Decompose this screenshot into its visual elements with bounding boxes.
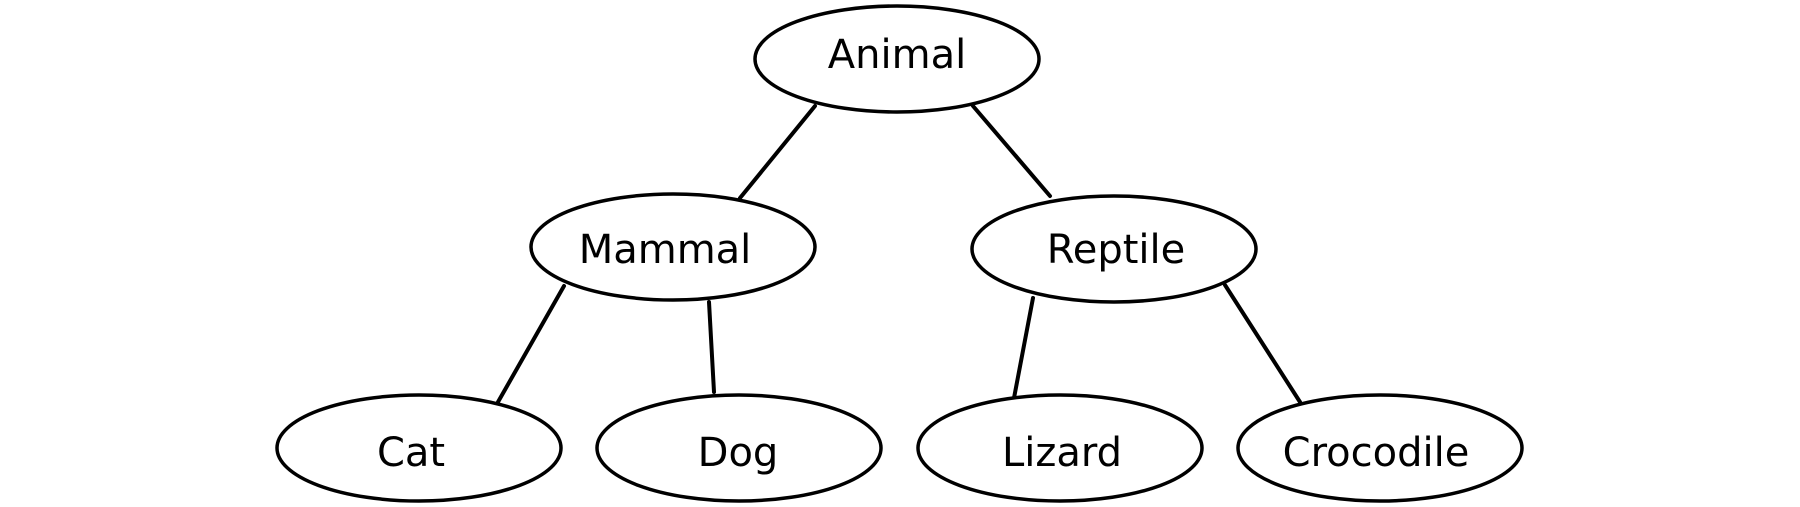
node-cat-ellipse [275, 393, 563, 503]
node-crocodile-ellipse [1236, 393, 1524, 503]
edge-mammal-dog [707, 300, 716, 394]
node-reptile-ellipse [970, 194, 1258, 304]
edge-mammal-cat [496, 284, 566, 404]
edge-reptile-crocodile [1223, 283, 1302, 404]
edge-animal-reptile [971, 104, 1052, 198]
node-dog-label: Dog [698, 430, 779, 476]
edges [496, 104, 1302, 404]
node-mammal: Mammal [529, 192, 817, 302]
node-lizard-ellipse [916, 393, 1204, 503]
node-mammal-ellipse [529, 192, 817, 302]
node-cat-label: Cat [377, 430, 445, 476]
edge-reptile-lizard [1012, 296, 1035, 400]
node-lizard-label: Lizard [1002, 430, 1122, 476]
node-animal: Animal [753, 4, 1041, 114]
node-crocodile: Crocodile [1236, 393, 1524, 503]
node-reptile-label: Reptile [1047, 227, 1186, 273]
node-dog-ellipse [595, 393, 883, 503]
node-dog: Dog [595, 393, 883, 503]
node-lizard: Lizard [916, 393, 1204, 503]
node-cat: Cat [275, 393, 563, 503]
node-reptile: Reptile [970, 194, 1258, 304]
edge-animal-mammal [738, 104, 817, 200]
node-crocodile-label: Crocodile [1283, 430, 1470, 476]
node-animal-label: Animal [828, 32, 966, 78]
node-mammal-label: Mammal [579, 227, 752, 273]
node-animal-ellipse [753, 4, 1041, 114]
